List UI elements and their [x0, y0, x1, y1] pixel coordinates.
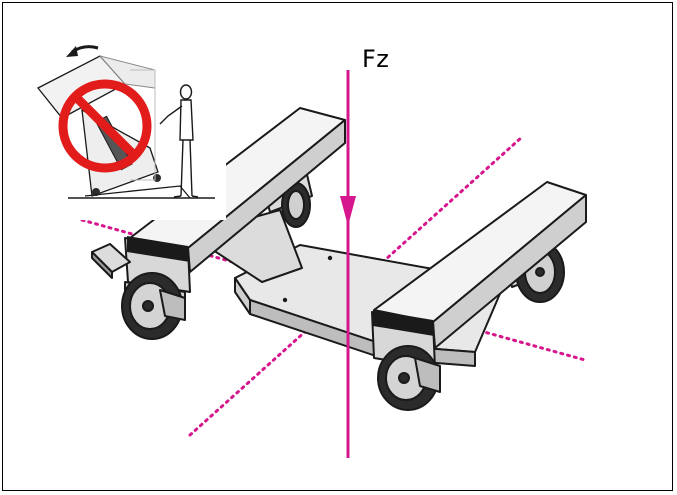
caster-wheel-front-left: [121, 272, 186, 340]
prohibition-icon: [58, 79, 152, 173]
warning-inset: [4, 4, 226, 220]
force-arrow-head: [340, 196, 356, 226]
force-label-fz: Fz: [362, 45, 390, 73]
dolly: [91, 107, 587, 411]
force-axis-fz: [340, 70, 356, 458]
caster-wheel-front-right: [377, 345, 441, 411]
brake-pedal: [91, 243, 131, 279]
operator-figure-icon: [159, 84, 199, 198]
